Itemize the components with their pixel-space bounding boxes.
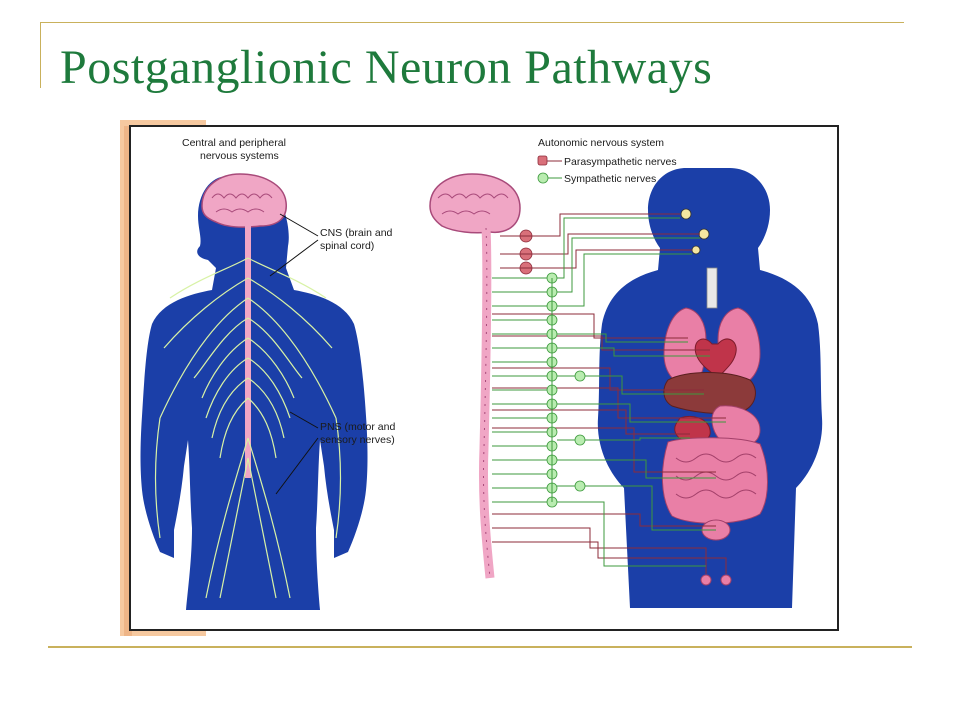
pns-leader-lines [275,411,319,495]
peripheral-nerves [154,257,342,599]
cns-leader-lines [269,213,319,277]
parasympathetic-cranial-ganglia [519,229,533,275]
left-heading-line2: nervous systems [200,150,279,162]
decorative-strip-shade [124,126,132,636]
figure-canvas: Central and peripheral nervous systems C… [120,120,839,636]
left-panel: Central and peripheral nervous systems C… [140,137,395,610]
intestines-icon [661,437,768,524]
human-body-silhouette [140,176,368,610]
reproductive-organ-icon-2 [720,574,732,586]
brain-folds [211,193,273,213]
legend-parasympathetic: Parasympathetic nerves [537,155,677,168]
slide-title: Postganglionic Neuron Pathways [60,41,713,94]
pns-label-line2: sensory nerves) [320,434,395,446]
sympathetic-pathways [492,217,726,567]
legend-sympathetic: Sympathetic nerves [537,172,656,185]
ans-brain-folds [437,193,509,215]
legend-parasympathetic-label: Parasympathetic nerves [564,156,677,168]
slide-left-rule [40,22,41,88]
trachea [706,267,718,309]
ans-spinal-cord [478,227,495,579]
salivary-gland-icon [698,228,710,240]
nervous-system-figure: Central and peripheral nervous systems C… [120,118,840,636]
left-heading-line1: Central and peripheral [182,137,286,149]
brain-icon [201,173,287,228]
intestine-loops [675,453,757,499]
slide-top-rule [40,22,904,23]
mouth-gland-icon [691,245,701,255]
cns-label-line2: spinal cord) [320,240,374,252]
cns-label-line1: CNS (brain and [320,227,393,239]
slide-bottom-rule [48,646,912,648]
reproductive-organ-icon [700,574,712,586]
right-panel: Autonomic nervous system Parasympathetic… [429,137,823,608]
eye-icon [680,208,692,220]
pns-label-line1: PNS (motor and [320,421,395,433]
liver-icon [663,372,756,415]
legend-sympathetic-label: Sympathetic nerves [564,173,656,185]
ans-heading: Autonomic nervous system [538,137,664,149]
ans-brain-icon [429,173,521,234]
